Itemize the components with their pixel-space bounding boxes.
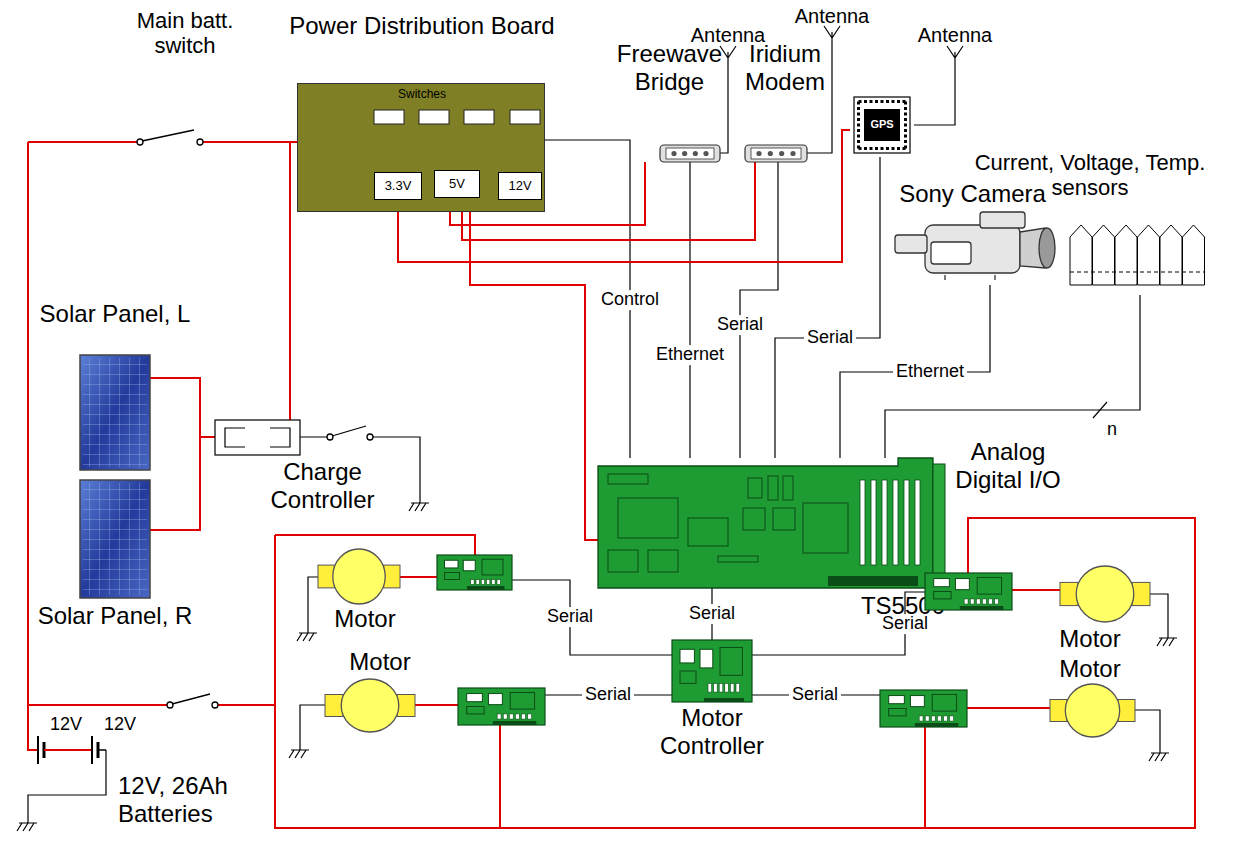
motor-unit: Motor	[925, 565, 1150, 653]
node-text: 5V	[435, 177, 479, 192]
ts5500-board-art	[598, 458, 945, 588]
connector-label: Serial	[789, 685, 841, 705]
power-wire	[470, 198, 598, 540]
solar-panel: Solar Panel, L	[80, 355, 150, 470]
signal-line	[840, 285, 990, 458]
node-text: 12V	[499, 179, 541, 194]
node-text: Iridium Modem	[735, 40, 835, 95]
io-label: Analog Digital I/O	[948, 438, 1068, 493]
solar-panel: Solar Panel, R	[80, 480, 150, 598]
power-wire	[150, 378, 215, 437]
antenna-label: Antenna	[915, 24, 995, 47]
signal-line	[775, 157, 880, 458]
node-text: Solar Panel, R	[15, 602, 215, 630]
signal-line	[689, 162, 690, 458]
signal-line	[740, 162, 778, 458]
iridium-modem: Iridium Modem	[735, 40, 835, 162]
motor-unit: Motor	[300, 545, 512, 635]
connector-label: Serial	[804, 328, 856, 348]
motor-unit: Motor	[315, 648, 545, 738]
antenna-label: Antenna	[792, 5, 872, 28]
charge-controller: Charge Controller	[215, 420, 300, 455]
node-text: 3.3V	[375, 179, 421, 194]
battery-voltage: 12V	[50, 714, 90, 735]
solar-panel-art	[80, 480, 150, 598]
main-battery-switch	[137, 130, 203, 145]
solar-panel-art	[80, 355, 150, 470]
node-text: GPS	[864, 118, 900, 131]
power-wire	[290, 142, 297, 420]
charge-switch	[327, 426, 373, 440]
signal-line	[885, 295, 1140, 458]
node-text: Sony Camera	[885, 180, 1060, 208]
connector-label: Ethernet	[653, 345, 727, 365]
power-wire	[150, 437, 215, 530]
node-text: Freewave Bridge	[612, 40, 727, 95]
node-text: Switches	[298, 88, 546, 102]
connector-label: Serial	[544, 607, 596, 627]
node-text: Motor	[1040, 625, 1140, 653]
power-wires	[28, 142, 1195, 828]
antenna-label: Antenna	[688, 24, 768, 47]
gps-chip: GPS	[850, 93, 914, 157]
battery-label: 12V, 26Ah Batteries	[118, 772, 268, 827]
voltage-rail-box: 12V	[498, 172, 542, 200]
freewave-bridge: Freewave Bridge	[612, 40, 727, 162]
signal-line	[512, 580, 672, 655]
sony-camera: Sony Camera	[885, 180, 1060, 285]
sensor-bank: Current, Voltage, Temp. sensors	[1065, 150, 1210, 295]
node-text: Charge Controller	[250, 458, 395, 513]
connector-label: Ethernet	[893, 362, 967, 382]
power-distribution-board: Power Distribution BoardSwitches3.3V5V12…	[297, 83, 545, 212]
connector-label: Serial	[582, 685, 634, 705]
node-text: Motor	[330, 648, 430, 676]
motor-unit-art	[300, 545, 512, 635]
switch-label: Main batt. switch	[120, 8, 250, 59]
connector-label: n	[1104, 420, 1120, 440]
battery-symbol	[38, 736, 106, 764]
node-text: Power Distribution Board	[288, 12, 556, 40]
charge-controller-art	[215, 420, 300, 455]
ground-symbols	[17, 495, 1177, 831]
connector-label: Serial	[686, 604, 738, 624]
connector-label: Control	[598, 290, 662, 310]
ground-wires	[28, 437, 1168, 815]
motor-unit: Motor	[880, 655, 1145, 740]
motor-controller-board-art	[672, 640, 752, 702]
ts5500-board: TS5500	[598, 458, 945, 588]
motor-controller-board: Motor Controller	[672, 640, 752, 702]
voltage-rail-box: 3.3V	[374, 172, 422, 200]
node-text: Motor Controller	[637, 704, 787, 759]
node-text: Motor	[1040, 655, 1140, 683]
node-text: Solar Panel, L	[15, 300, 215, 328]
connector-label: Serial	[714, 315, 766, 335]
connector-label: Serial	[879, 614, 931, 634]
voltage-rail-box: 5V	[434, 170, 480, 198]
node-text: Motor	[320, 605, 410, 633]
motor-battery-switch	[167, 694, 218, 708]
battery-voltage: 12V	[104, 714, 144, 735]
